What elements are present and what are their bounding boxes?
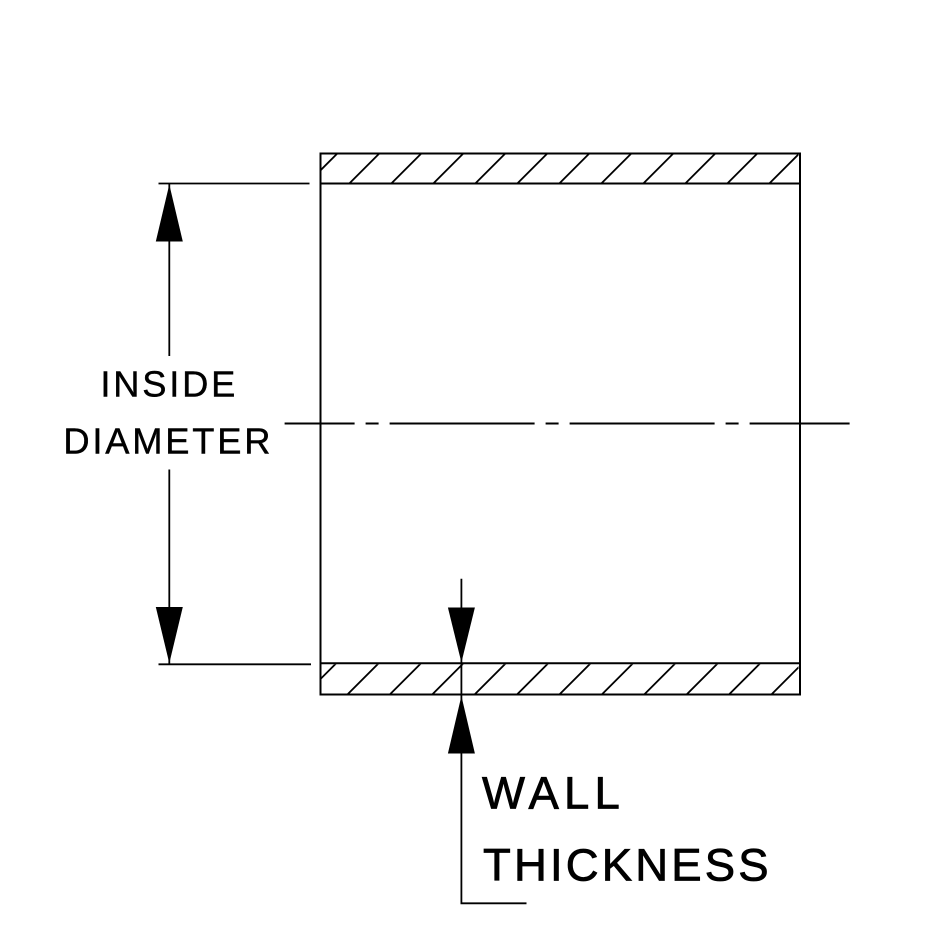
svg-text:THICKNESS: THICKNESS xyxy=(483,840,772,891)
svg-text:DIAMETER: DIAMETER xyxy=(63,421,273,462)
svg-text:INSIDE: INSIDE xyxy=(100,364,238,405)
svg-text:WALL: WALL xyxy=(482,767,625,818)
